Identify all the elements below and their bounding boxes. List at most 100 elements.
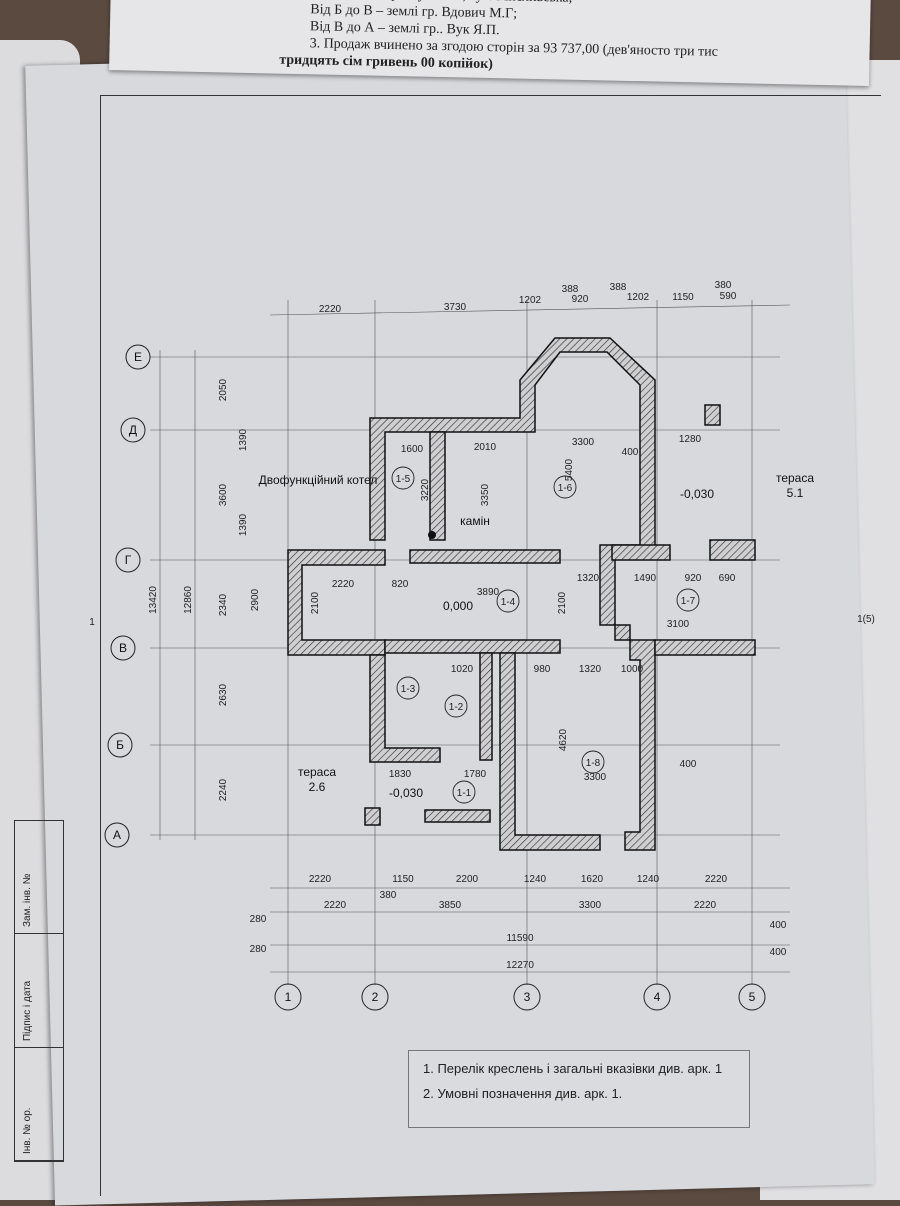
notes-box: 1. Перелік креслень і загальні вказівки … bbox=[408, 1050, 750, 1128]
dimension: 11590 bbox=[506, 933, 534, 944]
room-circles bbox=[391, 466, 700, 804]
dimension: 2100 bbox=[310, 591, 321, 614]
dimension: 1240 bbox=[637, 874, 660, 885]
dimension: 2240 bbox=[218, 778, 229, 801]
dimension: 400 bbox=[622, 447, 639, 458]
dimension: 1150 bbox=[392, 874, 414, 885]
dimension: 690 bbox=[719, 573, 736, 584]
grid-axis-label: 4 bbox=[654, 990, 661, 1004]
dimension: 2630 bbox=[218, 683, 229, 706]
section-mark: 1(5) bbox=[857, 614, 875, 625]
boiler-symbol bbox=[428, 531, 436, 539]
dimension: 1390 bbox=[238, 428, 249, 451]
dimension: 380 bbox=[380, 890, 397, 901]
grid-axis-label: 3 bbox=[524, 990, 531, 1004]
dimension: 2200 bbox=[456, 874, 479, 885]
dimension: 12860 bbox=[183, 586, 194, 614]
dimension: 3850 bbox=[439, 900, 462, 911]
dimension: 2010 bbox=[474, 442, 497, 453]
terrace-right-area: 5.1 bbox=[787, 486, 804, 500]
grid-axis-label: В bbox=[119, 641, 127, 655]
room-label: 1-6 bbox=[558, 483, 573, 494]
grid-axis-label: 2 bbox=[372, 990, 379, 1004]
terrace-left-label: тераса bbox=[298, 765, 336, 779]
grid-bubbles bbox=[104, 344, 766, 1011]
note: 1. Перелік креслень і загальні вказівки … bbox=[423, 1061, 723, 1076]
dimension: 400 bbox=[680, 759, 697, 770]
level-mark: 0,000 bbox=[443, 599, 473, 613]
room-label: 1-7 bbox=[681, 596, 696, 607]
dimension: 400 bbox=[770, 947, 787, 958]
dimension: 1320 bbox=[577, 573, 600, 584]
dimension: 12270 bbox=[506, 960, 534, 971]
dimension: 3300 bbox=[584, 772, 607, 783]
dimension: 5400 bbox=[564, 458, 575, 481]
dimension: 1150 bbox=[672, 292, 694, 303]
level-mark: -0,030 bbox=[389, 786, 423, 800]
grid-axis-label: 1 bbox=[285, 990, 292, 1004]
grid-axis-label: А bbox=[113, 828, 121, 842]
room-label: 1-2 bbox=[449, 702, 464, 713]
dimension: 1000 bbox=[621, 664, 644, 675]
grid-axis-label: Д bbox=[129, 423, 137, 437]
dimension: 380 bbox=[715, 280, 732, 291]
dimension: 2050 bbox=[218, 378, 229, 401]
stamp-label: Підпис і дата bbox=[22, 980, 33, 1041]
grid-axis-label: Г bbox=[125, 553, 132, 567]
grid-axis-label: Б bbox=[116, 738, 124, 752]
dimension: 1240 bbox=[524, 874, 547, 885]
dimension: 1202 bbox=[519, 295, 542, 306]
dimension: 2220 bbox=[319, 304, 342, 315]
level-mark: -0,030 bbox=[680, 487, 714, 501]
dimension: 3100 bbox=[667, 619, 690, 630]
dimension: 280 bbox=[250, 914, 267, 925]
room-label: 1-5 bbox=[396, 474, 411, 485]
grid-axis-label: 5 bbox=[749, 990, 756, 1004]
dimension: 1620 bbox=[581, 874, 604, 885]
dimension: 1390 bbox=[238, 513, 249, 536]
room-label: 1-3 bbox=[401, 684, 416, 695]
boiler-label: Двофункційний котел bbox=[259, 473, 378, 487]
dimension: 920 bbox=[685, 573, 702, 584]
stamp-label: Зам. інв. № bbox=[22, 873, 33, 928]
note: 2. Умовні позначення див. арк. 1. bbox=[423, 1086, 623, 1101]
dimension: 3890 bbox=[477, 587, 500, 598]
dimension: 1320 bbox=[579, 664, 602, 675]
terrace-left-area: 2.6 bbox=[309, 780, 326, 794]
dimension: 3300 bbox=[572, 437, 595, 448]
room-label: 1-1 bbox=[457, 788, 472, 799]
dimension: 2900 bbox=[250, 588, 261, 611]
dimension: 1600 bbox=[401, 444, 424, 455]
fireplace-label: камін bbox=[460, 514, 490, 528]
dimension: 2220 bbox=[332, 579, 355, 590]
dimension: 980 bbox=[534, 664, 551, 675]
dimension: 1020 bbox=[451, 664, 474, 675]
dimension: 388 bbox=[562, 284, 579, 295]
drawing-frame bbox=[100, 95, 881, 1196]
dimension: 2340 bbox=[218, 593, 229, 616]
dimension: 2220 bbox=[309, 874, 332, 885]
dimension: 2220 bbox=[705, 874, 728, 885]
dimension: 2100 bbox=[557, 591, 568, 614]
dimension: 2220 bbox=[694, 900, 717, 911]
dimension: 3300 bbox=[579, 900, 602, 911]
dimension: 3220 bbox=[420, 478, 431, 501]
dimension: 1490 bbox=[634, 573, 657, 584]
dimension: 280 bbox=[250, 944, 267, 955]
dimension: 1202 bbox=[627, 292, 650, 303]
dimension: 4620 bbox=[558, 728, 569, 751]
dimension: 3600 bbox=[218, 483, 229, 506]
walls bbox=[287, 337, 756, 851]
dimension: 590 bbox=[720, 291, 737, 302]
terrace-right-label: тераса bbox=[776, 471, 814, 485]
section-mark: 1 bbox=[89, 617, 95, 628]
side-stamp: Зам. інв. № Підпис і дата Інв. № ор. bbox=[14, 820, 64, 1162]
stamp-label: Інв. № ор. bbox=[22, 1107, 33, 1154]
dimension: 820 bbox=[392, 579, 409, 590]
dimension: 388 bbox=[610, 282, 627, 293]
dimension: 1780 bbox=[464, 769, 487, 780]
grid-axis-label: Е bbox=[134, 350, 142, 364]
dimension: 1830 bbox=[389, 769, 412, 780]
dimension: 1280 bbox=[679, 434, 702, 445]
